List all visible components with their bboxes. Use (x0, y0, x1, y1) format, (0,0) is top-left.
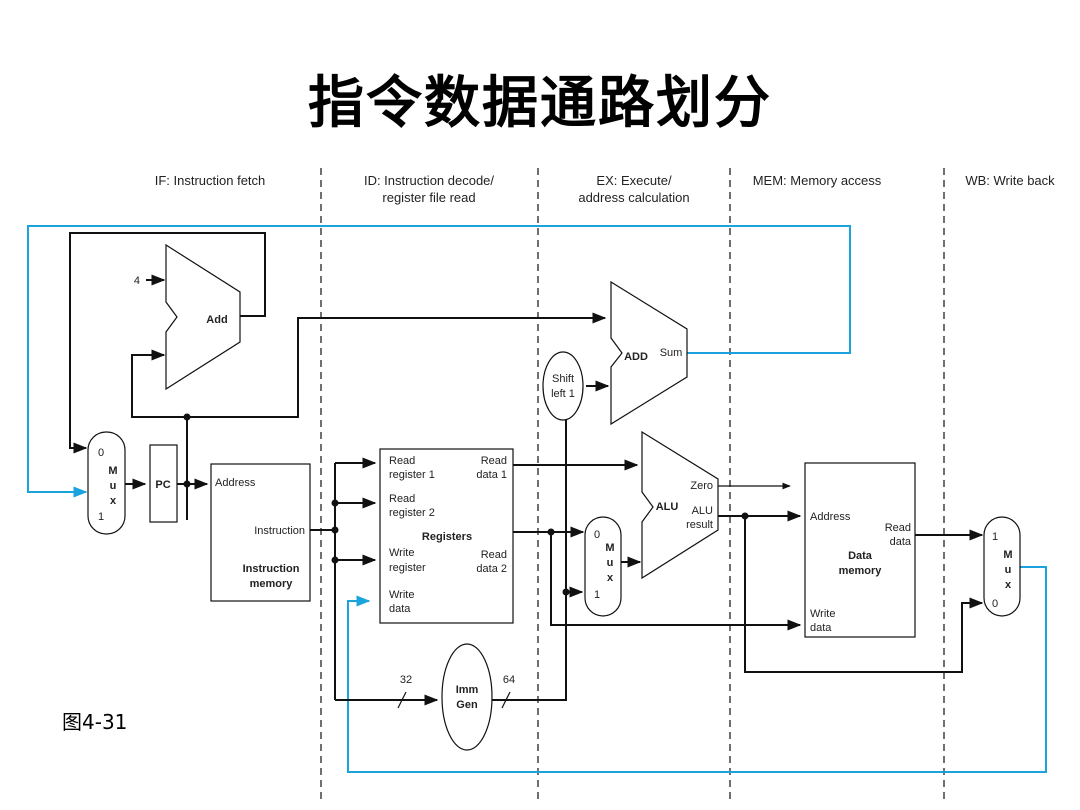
stage-if-label: IF: Instruction fetch (155, 173, 266, 188)
wb-mux-input-1: 1 (992, 531, 998, 543)
alu-zero-port: Zero (690, 480, 713, 492)
shift-left-unit: Shift left 1 (542, 351, 584, 421)
imem-address-port: Address (215, 477, 256, 489)
branch-target-wire (27, 225, 851, 498)
alu-mux-input-1: 1 (594, 589, 600, 601)
imem-instruction-port: Instruction (254, 525, 305, 537)
pc-register: PC (149, 444, 178, 523)
imm-output-width: 64 (503, 674, 515, 686)
regs-read-data1-label: Read (481, 455, 507, 467)
stage-ex-label-line2: address calculation (578, 190, 689, 205)
regs-read-reg2-label-2: register 2 (389, 507, 435, 519)
dmem-read-data-port-2: data (890, 536, 912, 548)
imm-gen: Imm Gen (441, 643, 493, 751)
pc-adder: Add (165, 243, 241, 391)
regs-read-data1-label-2: data 1 (476, 469, 507, 481)
stage-dividers (320, 168, 945, 800)
regs-read-reg1-label: Read (389, 455, 415, 467)
writeback-data-wire (347, 566, 1047, 773)
dmem-name-line2: memory (839, 565, 883, 577)
branch-adder: ADD Sum (610, 280, 688, 426)
pc-mux-letter-u: u (110, 480, 117, 492)
branch-adder-sum: Sum (660, 347, 683, 359)
alu-mux: 0 M u x 1 (584, 516, 622, 617)
imem-name-line1: Instruction (243, 563, 300, 575)
alu-result-port-2: result (686, 519, 713, 531)
pc-label: PC (155, 479, 170, 491)
regs-write-data-label-2: data (389, 603, 411, 615)
branch-adder-label: ADD (624, 351, 648, 363)
stage-id-label-line1: ID: Instruction decode/ (364, 173, 494, 188)
wb-mux-letter-m: M (1003, 549, 1012, 561)
regs-read-data2-label: Read (481, 549, 507, 561)
regs-write-reg-label: Write (389, 547, 414, 559)
imem-name-line2: memory (250, 578, 294, 590)
alu-mux-letter-u: u (607, 557, 614, 569)
alu-label: ALU (656, 501, 679, 513)
imm-input-width: 32 (400, 674, 412, 686)
dmem-write-data-port-2: data (810, 622, 832, 634)
dmem-name-line1: Data (848, 550, 873, 562)
stage-id-label-line2: register file read (382, 190, 475, 205)
instruction-memory: Address Instruction Instruction memory (210, 463, 311, 602)
imm-gen-label-line2: Gen (456, 699, 478, 711)
dmem-write-data-port: Write (810, 608, 835, 620)
imm-gen-label-line1: Imm (456, 684, 479, 696)
dmem-address-port: Address (810, 511, 851, 523)
wb-mux-letter-u: u (1005, 564, 1012, 576)
shift-label-line1: Shift (552, 373, 574, 385)
wb-mux-input-0: 0 (992, 598, 998, 610)
stage-wb-label: WB: Write back (965, 173, 1055, 188)
constant-four: 4 (134, 275, 140, 287)
stage-ex-label-line1: EX: Execute/ (596, 173, 672, 188)
regs-read-reg2-label: Read (389, 493, 415, 505)
wb-mux-letter-x: x (1005, 579, 1012, 591)
shift-label-line2: left 1 (551, 388, 575, 400)
register-file: Read register 1 Read register 2 Write re… (379, 448, 514, 624)
regs-write-reg-label-2: register (389, 562, 426, 574)
dmem-read-data-port: Read (885, 522, 911, 534)
regs-write-data-label: Write (389, 589, 414, 601)
pc-mux-letter-x: x (110, 495, 117, 507)
alu-mux-letter-m: M (605, 542, 614, 554)
slide-title: 指令数据通路划分 (308, 71, 772, 136)
writeback-mux: 1 M u x 0 (983, 516, 1021, 617)
alu-mux-letter-x: x (607, 572, 614, 584)
alu-mux-input-0: 0 (594, 529, 600, 541)
alu-result-port: ALU (692, 505, 713, 517)
regs-name: Registers (422, 531, 472, 543)
data-memory: Address Read data Write data Data memory (804, 462, 916, 638)
pc-mux: 0 M u x 1 (87, 431, 126, 535)
regs-read-data2-label-2: data 2 (476, 563, 507, 575)
pc-adder-label: Add (206, 314, 227, 326)
pc-mux-input-0: 0 (98, 447, 104, 459)
regs-read-reg1-label-2: register 1 (389, 469, 435, 481)
figure-label: 图4-31 (62, 710, 128, 734)
stage-mem-label: MEM: Memory access (753, 173, 882, 188)
pc-mux-letter-m: M (108, 465, 117, 477)
alu: ALU Zero ALU result (641, 430, 719, 580)
pc-mux-input-1: 1 (98, 511, 104, 523)
